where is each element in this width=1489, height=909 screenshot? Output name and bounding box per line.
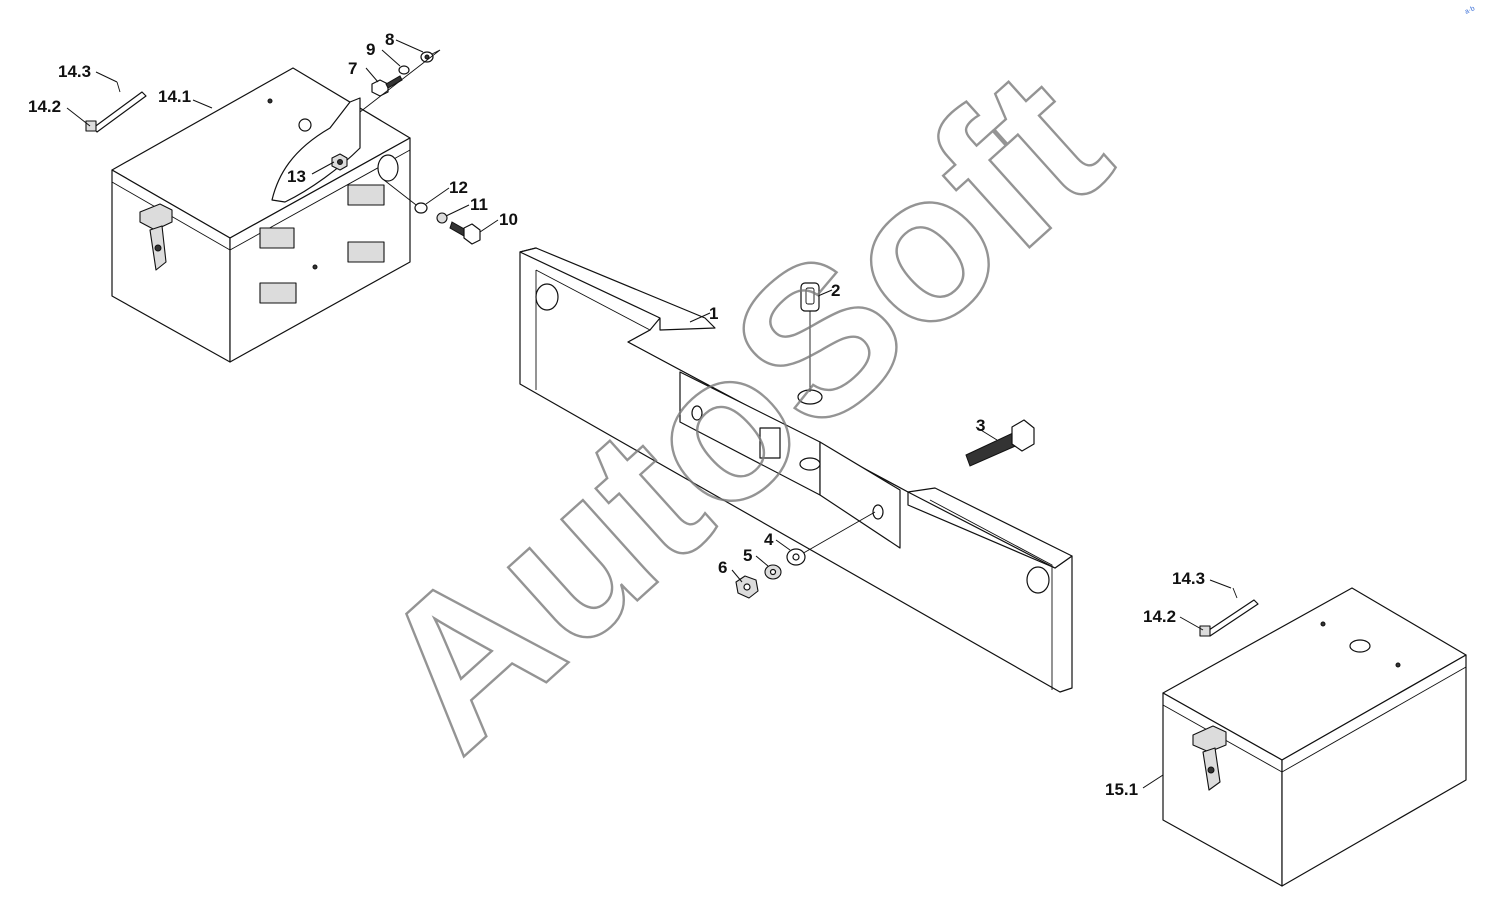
corner-logo: a·b [1464, 5, 1476, 16]
bumper-bar-1 [519, 247, 1073, 693]
callout-6: 6 [718, 558, 727, 577]
callout-15-1: 15.1 [1105, 780, 1138, 799]
callout-labels: 1 2 3 4 5 6 7 8 9 10 11 12 13 14.1 14.2 … [28, 30, 1205, 799]
callout-13: 13 [287, 167, 306, 186]
bolt-3 [965, 419, 1035, 467]
battery-box-15-1 [1162, 587, 1467, 887]
callout-14-3-left: 14.3 [58, 62, 91, 81]
callout-14-2-right: 14.2 [1143, 607, 1176, 626]
callout-1: 1 [709, 304, 718, 323]
towing-eye-2 [800, 282, 820, 392]
callout-3: 3 [976, 416, 985, 435]
hinge-pin-right [1199, 587, 1259, 637]
callout-11: 11 [470, 195, 488, 214]
callout-14-2-left: 14.2 [28, 97, 61, 116]
callout-12: 12 [449, 178, 468, 197]
callout-7: 7 [348, 59, 357, 78]
callout-2: 2 [831, 281, 840, 300]
callout-5: 5 [743, 546, 752, 565]
hinge-pin-left [85, 81, 147, 133]
callout-4: 4 [764, 530, 774, 549]
callout-10: 10 [499, 210, 518, 229]
callout-14-1: 14.1 [158, 87, 191, 106]
callout-8: 8 [385, 30, 394, 49]
tool-box-14-1 [111, 67, 411, 363]
callout-9: 9 [366, 40, 375, 59]
fasteners-middle [383, 179, 481, 245]
leader-lines [66, 39, 1232, 789]
callout-14-3-right: 14.3 [1172, 569, 1205, 588]
watermark-text: AutoSoft [333, 26, 1149, 794]
fasteners-upper [359, 49, 441, 130]
